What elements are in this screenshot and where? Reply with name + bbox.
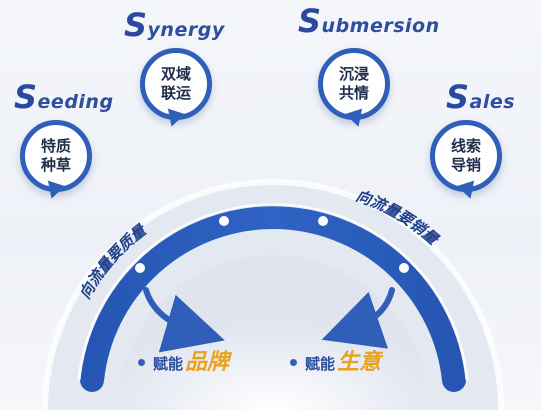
bubble-text-synergy: 双域联运 [160,65,191,102]
blue-band [80,205,466,392]
left-arrow [143,287,225,353]
bullet-dot [138,359,145,366]
result-lead: 赋能 [153,355,184,373]
result-key: 品牌 [185,350,230,375]
band-dot [318,216,328,226]
right-arrow [321,287,395,349]
stage-title-synergy: Synergy [124,6,225,44]
stage-title-sales: Sales [446,78,516,116]
bullet-dot [290,359,297,366]
bubble-text-submersion: 沉浸共情 [338,65,369,102]
band-dot [399,263,409,273]
band-dot [219,216,229,226]
outer-halo-rim [42,179,504,410]
bubble-text-seeding: 特质种草 [40,137,71,174]
bubble-text-sales: 线索导销 [450,137,481,174]
stage-title-submersion: Submersion [298,2,440,40]
bubble-synergy: 双域联运 [140,48,212,120]
bubble-seeding: 特质种草 [20,120,92,192]
blue-band-outer-edge [77,203,469,381]
bubble-sales: 线索导销 [430,120,502,192]
stage-title-seeding: Seeding [14,78,114,116]
result-brand: 赋能 品牌 [138,344,229,376]
bubble-submersion: 沉浸共情 [318,48,390,120]
result-lead: 赋能 [305,355,336,373]
result-business: 赋能 生意 [290,344,381,376]
band-dot [135,263,145,273]
result-key: 生意 [337,350,382,375]
